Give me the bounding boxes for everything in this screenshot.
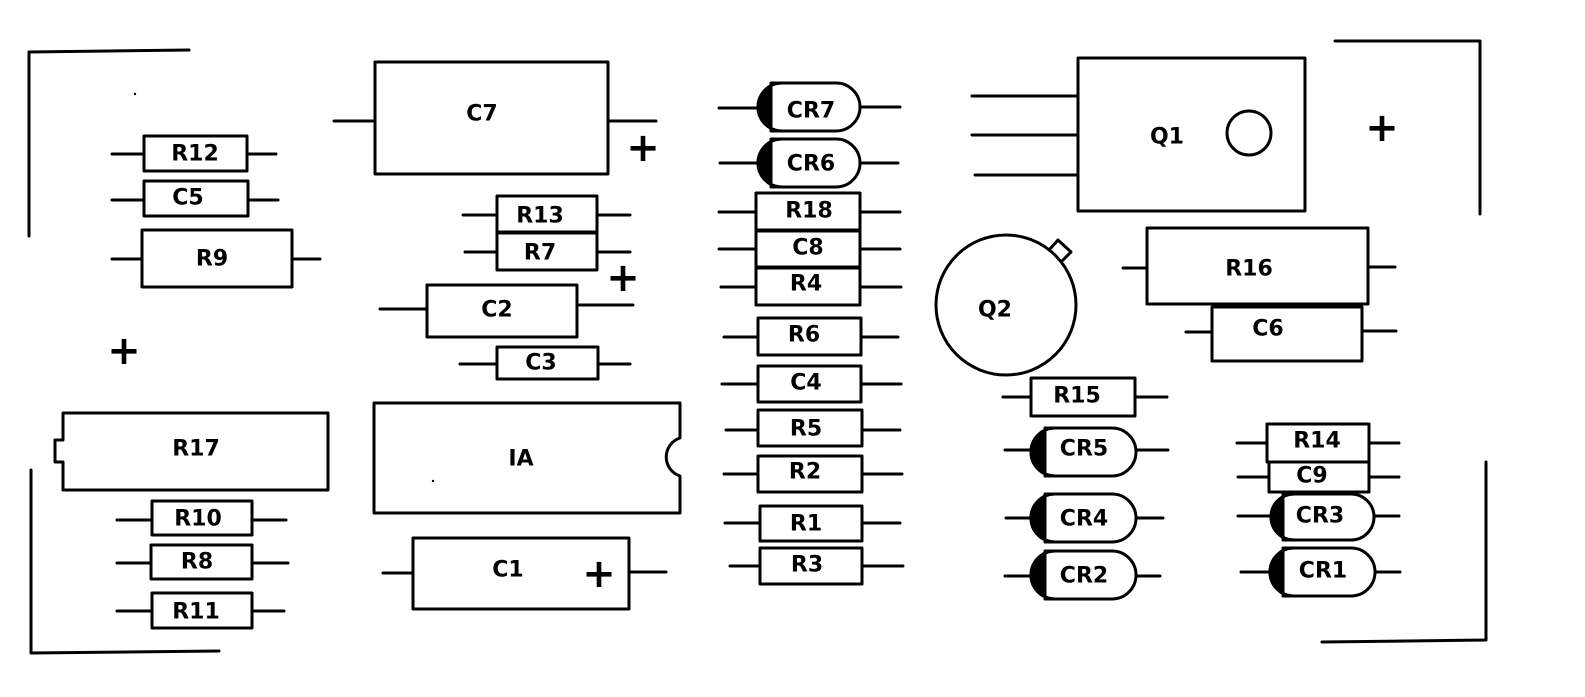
corner-bracket-bottom-left [29,468,221,655]
corner-bracket-top-right [1333,39,1482,216]
resistor-r6 [722,316,900,357]
capacitor-c9 [1236,460,1401,494]
label-r10: R10 [174,507,222,532]
capacitor-c5 [110,179,280,218]
corner-bracket-bottom-right [1320,460,1488,644]
label-r12: R12 [171,142,219,167]
diode-cr2 [1003,549,1162,601]
transistor-q1 [970,56,1307,213]
resistor-r11 [115,591,286,630]
label-cr6: CR6 [787,152,835,177]
mounting-hole-icon [1225,109,1273,157]
diode-cr7 [717,81,902,133]
diode-cr1 [1239,546,1402,598]
diode-cr3 [1236,492,1401,542]
polarity-mark-c2: + [606,255,640,301]
resistor-r5 [724,408,902,448]
capacitor-c6 [1184,305,1398,363]
label-cr1: CR1 [1299,559,1347,584]
label-c6: C6 [1252,317,1283,342]
label-r18: R18 [785,199,833,224]
integrated-circuit-ia [372,401,682,515]
label-r4: R4 [790,272,822,297]
speck [133,92,137,96]
label-q1: Q1 [1150,125,1184,150]
polarity-mark-c7: + [626,125,660,171]
label-cr2: CR2 [1060,564,1108,589]
resistor-r8 [115,543,290,581]
label-q2: Q2 [978,298,1012,323]
resistor-r10 [115,499,288,537]
resistor-r12 [110,134,278,173]
capacitor-c4 [720,364,903,404]
polarity-mark-c1: + [582,551,616,597]
polarity-mark-left: + [107,328,141,374]
label-r7: R7 [524,241,556,266]
capacitor-c7 [332,60,658,176]
label-r13: R13 [516,204,564,229]
label-cr7: CR7 [787,99,835,124]
resistor-r1 [723,504,902,543]
transistor-q2 [934,233,1078,377]
label-r5: R5 [790,417,822,442]
label-cr3: CR3 [1296,504,1344,529]
resistor-r15 [1001,376,1169,418]
resistor-r3 [728,546,905,586]
label-c2: C2 [481,298,512,323]
label-cr5: CR5 [1060,437,1108,462]
label-r1: R1 [790,512,822,537]
label-c7: C7 [466,102,497,127]
label-r2: R2 [789,460,821,485]
label-r8: R8 [181,550,213,575]
label-r6: R6 [788,323,820,348]
diode-cr5 [1003,426,1170,478]
resistor-r7 [463,231,632,272]
label-r16: R16 [1225,257,1273,282]
resistor-r4 [719,266,903,307]
label-c4: C4 [790,371,821,396]
capacitor-c2 [378,283,635,339]
resistor-r16 [1121,226,1397,306]
label-r14: R14 [1293,429,1341,454]
capacitor-c3 [458,345,632,381]
label-c3: C3 [525,351,556,376]
label-c9: C9 [1296,464,1327,489]
capacitor-c1 [381,536,668,611]
label-cr4: CR4 [1060,507,1108,532]
resistor-r17 [53,411,330,492]
diode-cr6 [718,137,900,189]
label-r17: R17 [172,437,220,462]
speck [431,479,435,483]
label-r3: R3 [791,553,823,578]
label-r15: R15 [1053,384,1101,409]
label-r9: R9 [196,247,228,272]
label-c1: C1 [492,558,523,583]
polarity-mark-q1: + [1365,105,1399,151]
label-ia: IA [508,447,533,472]
label-c5: C5 [172,186,203,211]
resistor-r2 [722,454,904,494]
corner-bracket-top-left [27,48,191,238]
label-r11: R11 [172,600,220,625]
diode-cr4 [1004,492,1165,544]
resistor-r9 [110,228,322,289]
label-c8: C8 [792,236,823,261]
